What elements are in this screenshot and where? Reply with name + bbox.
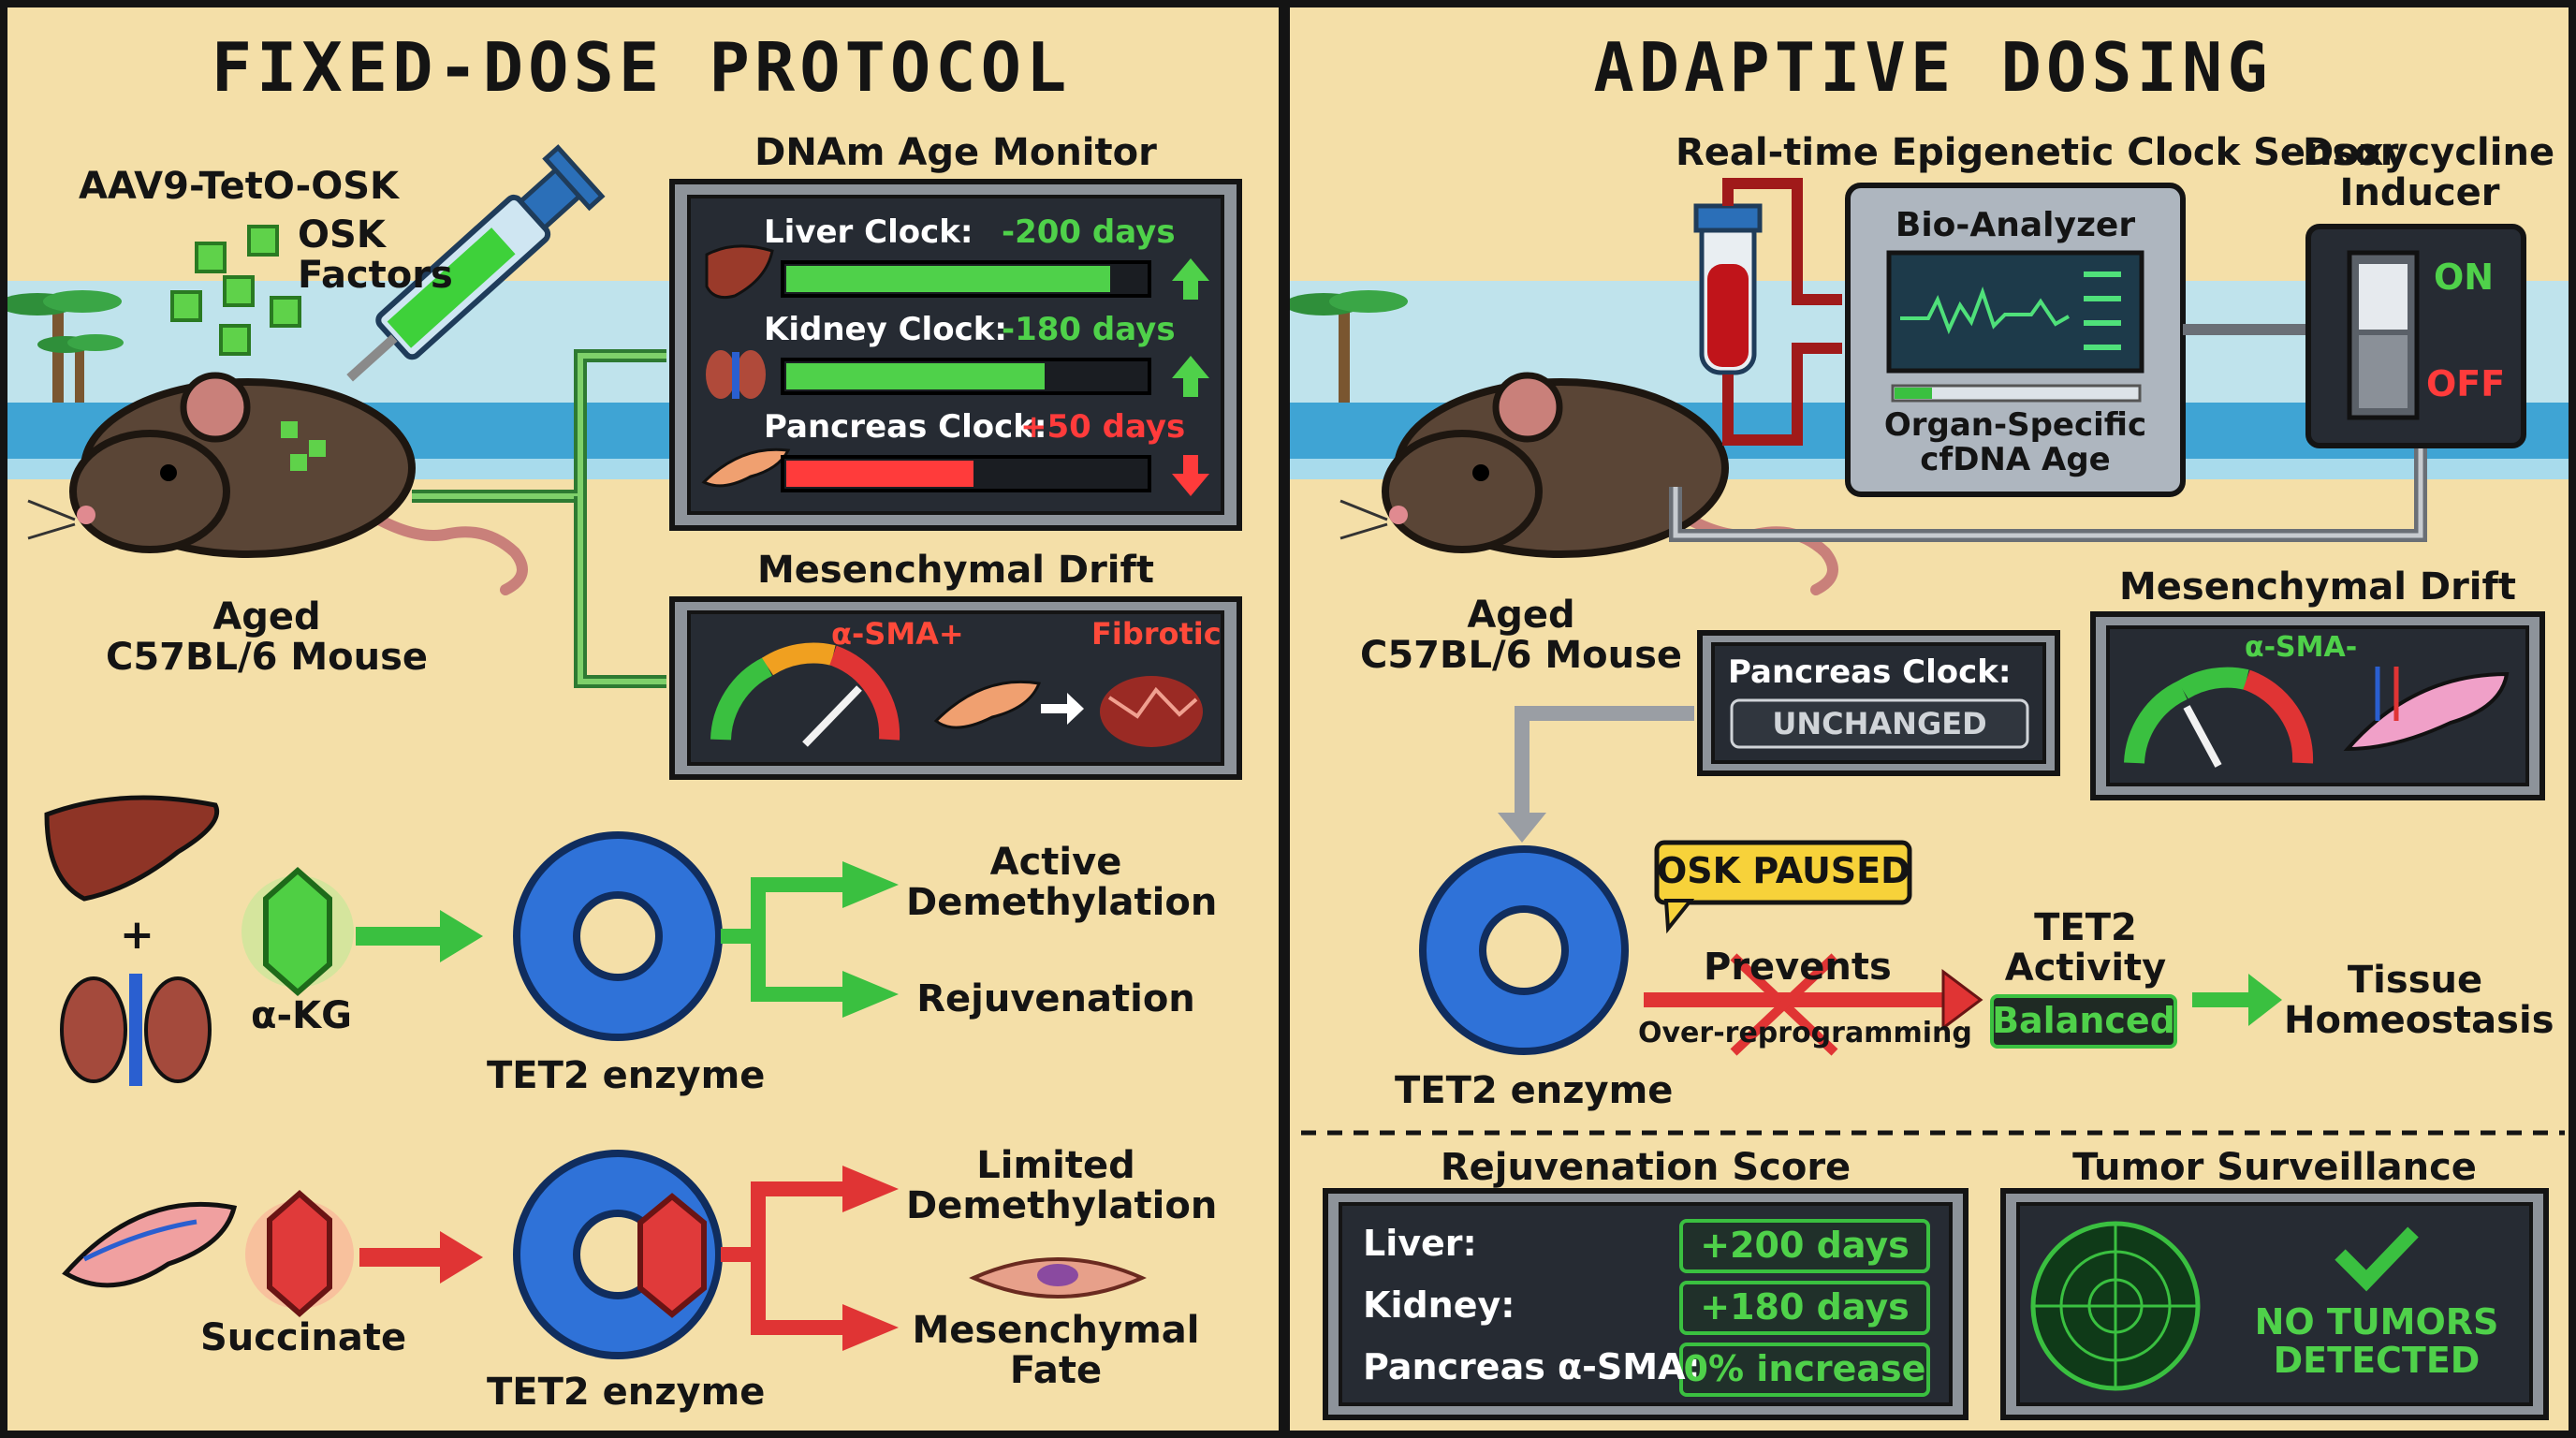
trend-up-icon <box>1172 258 1209 300</box>
score-kidney-value: +180 days <box>1700 1286 1910 1328</box>
inducer-label: Doxycycline Inducer <box>2303 131 2555 215</box>
mesenchymal-cell-icon <box>969 1257 1147 1299</box>
balanced-badge: Balanced <box>1992 1000 2175 1041</box>
osk-paused-label: OSK PAUSED <box>1657 850 1910 891</box>
aged-mouse-icon <box>27 372 528 595</box>
tet2-gear-icon <box>1419 845 1629 1055</box>
liver-clock-level-bar <box>786 266 1110 292</box>
kidneys-icon <box>60 974 212 1086</box>
right-pancreas-clock-label: Pancreas Clock: <box>1728 653 2012 691</box>
gauge-icon <box>710 642 900 747</box>
limited-demethylation-label: Limited Demethylation <box>906 1144 1218 1228</box>
kidney-clock-value: -180 days <box>1002 311 1176 348</box>
score-pancreas-value: 0% increase <box>1683 1348 1926 1389</box>
mesenchymal-fate-label: Mesenchymal Fate <box>912 1309 1200 1393</box>
tet2-gear-icon <box>513 831 723 1041</box>
succinate-label: Succinate <box>200 1316 407 1359</box>
left-drift-title: Mesenchymal Drift <box>756 549 1155 592</box>
trend-down-icon <box>1172 455 1209 496</box>
blocked-x-icon <box>1730 953 1838 1056</box>
right-title: ADAPTIVE DOSING <box>1593 28 2273 107</box>
score-liver-label: Liver: <box>1363 1223 1477 1264</box>
akg-crystal-icon <box>242 866 354 997</box>
tet2-activity-label: TET2 Activity <box>2004 906 2167 990</box>
left-drift-outcome: Fibrotic <box>1091 616 1222 652</box>
score-liver-value: +200 days <box>1700 1225 1910 1266</box>
tet2-label-right: TET2 enzyme <box>1395 1069 1674 1112</box>
succinate-crystal-icon <box>245 1190 354 1317</box>
checkmark-icon <box>2334 1226 2419 1292</box>
liver-icon <box>44 795 219 902</box>
switch-off-label: OFF <box>2426 363 2506 404</box>
pancreas-clock-label: Pancreas Clock: <box>764 408 1047 446</box>
healthy-pancreas-icon <box>2343 667 2510 752</box>
akg-label: α-KG <box>251 994 352 1037</box>
palm-tree-icon <box>1284 290 1408 403</box>
analyzer-label: Bio-Analyzer <box>1895 206 2136 244</box>
prevents-label: Prevents <box>1704 946 1892 989</box>
kidney-icon <box>706 350 766 399</box>
liver-clock-label: Liver Clock: <box>764 213 973 251</box>
tumor-surveillance-title: Tumor Surveillance <box>2072 1146 2477 1189</box>
right-drift-marker: α-SMA- <box>2245 631 2358 664</box>
tissue-homeostasis-label: Tissue Homeostasis <box>2284 959 2554 1043</box>
right-drift-title: Mesenchymal Drift <box>2118 565 2517 609</box>
tet2-label-1: TET2 enzyme <box>487 1054 766 1097</box>
over-reprogramming-label: Over-reprogramming <box>1638 1017 1972 1049</box>
radar-icon <box>2030 1221 2201 1391</box>
palm-tree-icon <box>0 290 124 403</box>
pancreas-clock-level-bar <box>786 461 973 487</box>
sensor-label: Real-time Epigenetic Clock Sensor <box>1676 131 2399 174</box>
left-mouse-label: Aged C57BL/6 Mouse <box>105 595 429 680</box>
kidney-clock-label: Kidney Clock: <box>764 311 1007 348</box>
osk-factors-label: OSK Factors <box>298 213 453 298</box>
syringe-icon <box>346 144 606 382</box>
active-demethylation-label: Active Demethylation <box>906 841 1218 925</box>
pancreas-unchanged-value: UNCHANGED <box>1772 706 1987 741</box>
liver-clock-value: -200 days <box>1002 213 1176 251</box>
tet2-gear-blocked-icon <box>513 1150 723 1359</box>
left-title: FIXED-DOSE PROTOCOL <box>211 28 1072 107</box>
switch-on-label: ON <box>2434 257 2495 298</box>
blood-tube-icon <box>1693 203 1763 375</box>
vector-label: AAV9-TetO-OSK <box>78 165 400 208</box>
tet2-label-2: TET2 enzyme <box>487 1371 766 1414</box>
rejuvenation-label: Rejuvenation <box>916 977 1195 1020</box>
pancreas-clock-value: +50 days <box>1020 408 1186 446</box>
score-kidney-label: Kidney: <box>1363 1284 1515 1326</box>
left-drift-marker: α-SMA+ <box>831 616 964 652</box>
liver-icon <box>705 244 774 300</box>
rejuvenation-score-title: Rejuvenation Score <box>1440 1146 1852 1189</box>
dnam-monitor-title: DNAm Age Monitor <box>754 131 1157 174</box>
toggle-switch[interactable] <box>2347 250 2420 420</box>
pancreas-icon <box>933 680 1042 729</box>
kidney-clock-level-bar <box>786 363 1045 389</box>
right-mouse-label: Aged C57BL/6 Mouse <box>1359 594 1683 678</box>
no-tumors-label: NO TUMORS DETECTED <box>2254 1301 2499 1382</box>
fibrotic-tissue-icon <box>1100 676 1203 747</box>
osk-factor-cubes <box>170 225 301 356</box>
plus-sign: + <box>120 911 154 959</box>
osk-paused-bubble <box>1654 840 1912 934</box>
aged-mouse-icon <box>1339 372 1838 595</box>
analyzer-sub-label: Organ-Specific cfDNA Age <box>1883 406 2147 478</box>
pancreas-icon <box>701 448 791 488</box>
score-pancreas-label: Pancreas α-SMA: <box>1363 1346 1701 1387</box>
gauge-icon <box>2124 667 2314 768</box>
trend-up-icon <box>1172 356 1209 397</box>
pancreas-icon <box>62 1201 238 1288</box>
